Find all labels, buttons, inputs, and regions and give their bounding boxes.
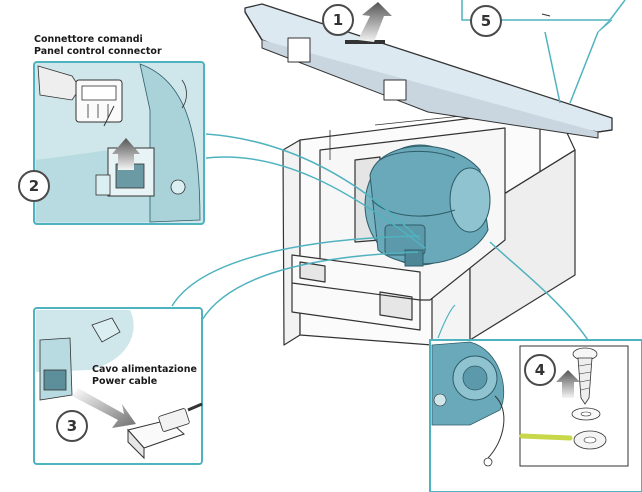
glass-panel [244,3,613,139]
step-4-badge: 4 [524,354,556,386]
lift-arrow [358,2,392,42]
connector-label: Connettore comandi Panel control connect… [34,34,162,57]
callout-line-4 [489,241,589,341]
panel-3 [33,307,203,465]
step-1-badge: 1 [322,4,354,36]
panel-2 [33,61,205,225]
power-cable-label-it: Cavo alimentazione [92,364,197,375]
power-cable-label: Cavo alimentazione Power cable [92,364,197,387]
callout-line-3 [171,235,421,307]
callout-line-2 [205,133,421,241]
connector-label-it: Connettore comandi [34,34,143,45]
step-2-badge: 2 [18,170,50,202]
step-5-badge: 5 [470,5,502,37]
blower-motor [364,144,491,267]
callout-line-5 [544,31,561,104]
step-3-badge: 3 [56,410,88,442]
panel-5 [461,0,626,33]
connector-label-en: Panel control connector [34,45,162,57]
power-cable-label-en: Power cable [92,375,158,387]
